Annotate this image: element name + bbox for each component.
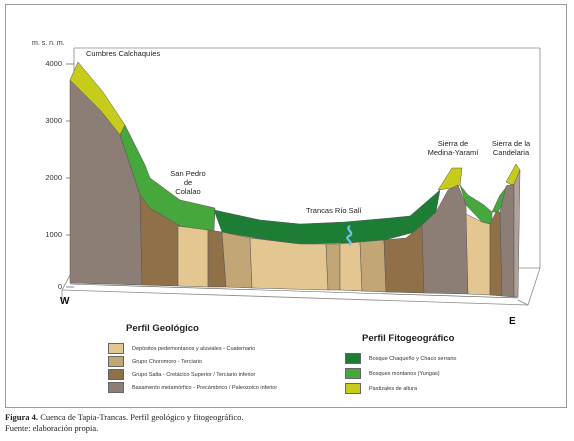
legend-fito-label: Pastizales de altura [369, 385, 417, 392]
alluvial-rio [339, 241, 363, 292]
label-trancas-rio-sali: Trancas Río Salí [306, 206, 362, 215]
axis-unit-label: m. s. n. m. [32, 40, 65, 47]
chaco-serrano-band [213, 189, 441, 245]
tick-1000: 1000 [45, 230, 62, 239]
legend-geo-label: Grupo Choromoro - Terciario [132, 358, 202, 365]
choromoro-1 [221, 231, 253, 289]
label-san-pedro-line1: San Pedro [170, 169, 206, 178]
legend-fito-item: Bosques montanos (Yungas) [345, 368, 440, 379]
swatch-choromoro [108, 356, 124, 367]
legend-geo-item: Grupo Salta - Cretácico Superior / Terci… [108, 369, 255, 380]
tick-4000: 4000 [45, 59, 62, 68]
yungas-medina [459, 184, 493, 225]
tick-2000: 2000 [45, 173, 62, 182]
label-cumbres-calchaquies: Cumbres Calchaquíes [86, 49, 161, 58]
basement-candelaria-side [513, 169, 521, 298]
label-san-pedro-line3: Colalao [175, 187, 201, 196]
legend-geo-item: Depósitos pedemontanos y aluviales - Cua… [108, 343, 255, 354]
figure-caption: Figura 4. Cuenca de Tapia-Trancas. Perfi… [5, 412, 244, 434]
alluvial-east [465, 213, 491, 296]
east-label: E [509, 316, 516, 327]
swatch-basement [108, 382, 124, 393]
label-sierra-candelaria-line2: Candelaria [492, 148, 530, 157]
swatch-alluvial [108, 343, 124, 354]
west-label: W [60, 296, 70, 307]
label-san-pedro: San Pedro de Colalao [166, 169, 210, 196]
tick-0: 0 [57, 282, 62, 291]
legend-fito-label: Bosques montanos (Yungas) [369, 370, 440, 377]
legend-fito-title: Perfil Fitogeográfico [362, 333, 455, 344]
label-sierra-medina-line1: Sierra de [437, 139, 469, 148]
choromoro-2 [325, 243, 341, 291]
caption-source: Fuente: elaboración propia. [5, 423, 99, 433]
swatch-pastizales [345, 383, 361, 394]
label-sierra-medina: Sierra de Medina-Yaramí [424, 139, 482, 157]
alluvial-san-pedro [177, 225, 209, 288]
river-symbol [346, 225, 353, 246]
label-sierra-candelaria-line1: Sierra de la [491, 139, 531, 148]
legend-geo-label: Grupo Salta - Cretácico Superior / Terci… [132, 371, 256, 378]
legend-geo-label: Basamento metamórfico - Precámbrico / Pa… [132, 384, 278, 391]
choromoro-3 [359, 239, 387, 293]
tick-3000: 3000 [45, 116, 62, 125]
legend-fito-label: Bosque Chaqueño y Chaco serrano [369, 355, 457, 362]
label-sierra-medina-line2: Medina-Yaramí [427, 148, 479, 157]
swatch-salta [108, 369, 124, 380]
alluvial-trancas [249, 237, 329, 291]
legend-geo-item: Basamento metamórfico - Precámbrico / Pa… [108, 382, 277, 393]
caption-line1: Figura 4. Cuenca de Tapia-Trancas. Perfi… [5, 412, 244, 423]
swatch-yungas [345, 368, 361, 379]
label-san-pedro-line2: de [183, 178, 193, 187]
basement-medina [421, 184, 469, 295]
caption-figure-label: Figura 4. [5, 412, 39, 422]
pastizales-medina [437, 167, 463, 191]
legend-geo-label: Depósitos pedemontanos y aluviales - Cua… [132, 345, 256, 352]
label-sierra-candelaria: Sierra de la Candelaria [484, 139, 538, 157]
legend-geo-item: Grupo Choromoro - Terciario [108, 356, 202, 367]
caption-figure-text: Cuenca de Tapia-Trancas. Perfil geológic… [38, 412, 244, 422]
swatch-chaco [345, 353, 361, 364]
legend-geo-title: Perfil Geológico [126, 323, 199, 334]
legend-fito-item: Pastizales de altura [345, 383, 417, 394]
legend-fito-item: Bosque Chaqueño y Chaco serrano [345, 353, 456, 364]
